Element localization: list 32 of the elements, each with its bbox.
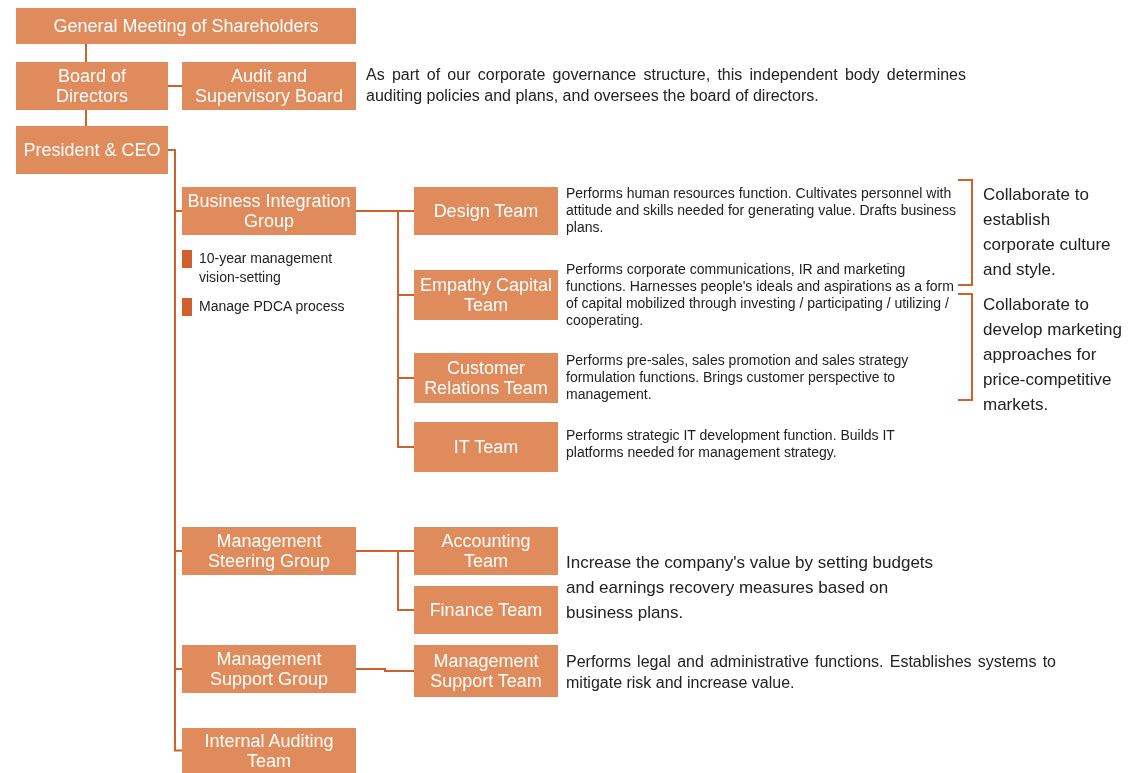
note-text: Increase the company's value by setting budgets and earnings recovery measures based on business plans. [566, 552, 935, 624]
connector-line [355, 668, 415, 672]
org-box: Finance Team [414, 586, 558, 634]
org-box: Empathy Capital Team [414, 270, 558, 320]
org-box: Management Steering Group [182, 527, 356, 575]
org-box: President & CEO [16, 126, 168, 174]
bullet-text: 10-year management vision-setting [199, 249, 334, 287]
description-text: Performs human resources function. Cultivates personnel with attitude and skills needed for generating value. Drafts business plans. [566, 185, 956, 236]
bullet-text: Manage PDCA process [199, 297, 346, 316]
description-text: Performs legal and administrative functions. Establishes systems to mitigate risk and increase value. [566, 652, 1056, 693]
description-text: As part of our corporate governance structure, this independent body determines auditing policies and plans, and oversees the board of directors. [366, 65, 966, 106]
org-box: Design Team [414, 187, 558, 235]
org-box: Board of Directors [16, 62, 168, 110]
description-text: Performs strategic IT development function. Builds IT platforms needed for management strategy. [566, 427, 896, 461]
org-box: Audit and Supervisory Board [182, 62, 356, 110]
note-text: Collaborate to develop marketing approaches for price-competitive markets. [983, 294, 1123, 416]
description-text: Performs corporate communications, IR and marketing functions. Harnesses people's ideals and aspirations as a form of capital mobilized through investing / participating / utilizing / cooperating. [566, 261, 955, 329]
org-box: General Meeting of Shareholders [16, 8, 356, 44]
org-box: Management Support Group [182, 645, 356, 693]
connector-line [167, 85, 183, 87]
connector-line [355, 210, 415, 448]
description-text: Performs pre-sales, sales promotion and sales strategy formulation functions. Brings customer perspective to management. [566, 352, 910, 403]
org-box: Business Integration Group [182, 187, 356, 235]
org-box: Management Support Team [414, 645, 558, 697]
note-text: Collaborate to establish corporate culture and style. [983, 184, 1112, 281]
connector-line [85, 43, 87, 63]
org-box: IT Team [414, 422, 558, 472]
org-box: Customer Relations Team [414, 353, 558, 403]
org-box: Internal Auditing Team [182, 728, 356, 773]
org-box: Accounting Team [414, 527, 558, 575]
connector-line [85, 109, 87, 127]
connector-line [355, 550, 415, 611]
